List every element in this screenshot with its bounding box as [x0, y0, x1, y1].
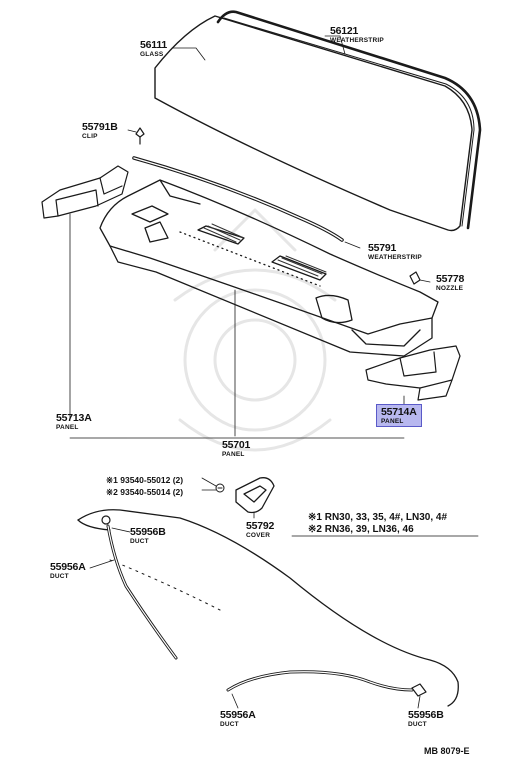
side-panel-left [41, 165, 129, 219]
clip-icon [135, 127, 145, 145]
cowl-weatherstrip [132, 156, 344, 242]
nozzle-icon [409, 271, 421, 285]
label-55713A: 55713A PANEL [56, 412, 92, 431]
leader-lines [69, 35, 479, 709]
label-55956A-left: 55956A DUCT [50, 561, 86, 580]
duct-hose-bottom [226, 670, 427, 697]
side-panel-right [365, 345, 461, 401]
label-55701: 55701 PANEL [222, 439, 251, 458]
label-56121: 56121 WEATHERSTRIP [330, 25, 384, 44]
duct-hose-left [101, 515, 178, 660]
label-55791B: 55791B CLIP [82, 121, 118, 140]
label-55778: 55778 NOZZLE [436, 273, 465, 292]
grille-vents [203, 223, 327, 277]
cover-icon [235, 477, 275, 514]
model-note-2: ※2 RN36, 39, LN36, 46 [308, 524, 414, 535]
label-55792: 55792 COVER [246, 520, 275, 539]
label-56111: 56111 GLASS [140, 39, 168, 58]
label-55956B-bottom: 55956B DUCT [408, 709, 444, 728]
screw-spec-1: ※1 93540-55012 (2) [106, 475, 184, 485]
diagram-code: MB 8079-E [424, 746, 470, 756]
cowl-top-panel [99, 179, 439, 357]
screw-icon [215, 483, 225, 493]
label-55956B-top: 55956B DUCT [130, 526, 166, 545]
model-note-1: ※1 RN30, 33, 35, 4#, LN30, 4# [308, 512, 448, 523]
windshield-glass [154, 10, 482, 232]
label-55714A-highlighted: 55714A PANEL [376, 404, 422, 427]
screw-spec-2: ※2 93540-55014 (2) [106, 487, 184, 497]
label-55791: 55791 WEATHERSTRIP [368, 242, 422, 261]
label-55956A-bottom: 55956A DUCT [220, 709, 256, 728]
duct-housing [77, 509, 459, 707]
watermark-emblem [173, 208, 337, 452]
